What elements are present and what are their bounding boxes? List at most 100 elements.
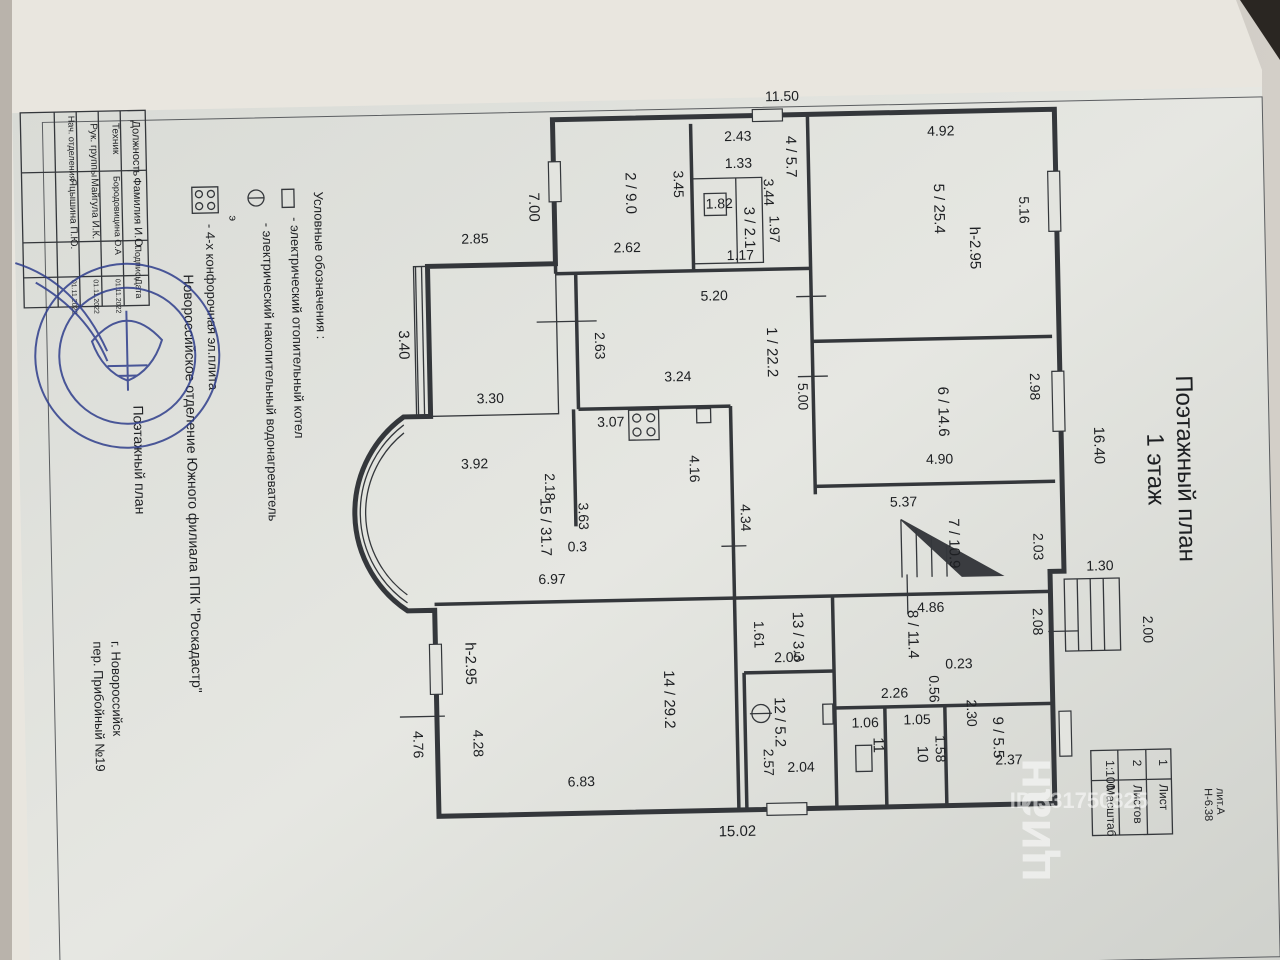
outer-wall (352, 106, 1067, 819)
dim-bottom: 15.02 (718, 823, 756, 841)
sink-symbol (695, 407, 712, 424)
sheets-value: 2 (1130, 760, 1144, 767)
room-12-separator: / (771, 714, 788, 727)
dim-2-04: 2.04 (787, 758, 815, 775)
room-5-area: 25.4 (930, 204, 948, 234)
room-4-number: 4 (782, 136, 799, 145)
room-13-label: 13 / 3.3 (789, 612, 807, 662)
dim-2-26: 2.26 (881, 684, 909, 701)
room-2-area: 9.0 (622, 193, 639, 214)
room-6-number: 6 (934, 386, 951, 395)
dim-2-05: 2.05 (774, 649, 802, 666)
dim-3-24: 3.24 (664, 368, 692, 385)
room-1-number: 1 (763, 327, 780, 336)
dim-2-62: 2.62 (613, 239, 641, 256)
dim-2-03: 2.03 (1030, 533, 1047, 561)
room-6-area: 14.6 (935, 407, 953, 437)
dim-4-34: 4.34 (738, 504, 755, 532)
room-14-separator: / (660, 687, 677, 700)
room-4-separator: / (782, 144, 799, 157)
room-13-separator: / (789, 628, 806, 641)
staff-header-name: Фамилия И.О. (131, 177, 145, 250)
dim-2-43: 2.43 (724, 128, 752, 145)
room-10-number: 10 (914, 746, 931, 763)
room-7-area: 10.9 (945, 539, 963, 569)
room-5-label: 5 / 25.4 (930, 183, 948, 233)
dim-5-20: 5.20 (700, 287, 728, 304)
scale-value: 1:100 (1103, 760, 1118, 791)
floor-label: 1 этаж (1141, 433, 1169, 505)
staff-r1-date: 01.11.2022 (114, 279, 122, 314)
terrace-block (412, 263, 560, 418)
staff-r2-position: Рук. группы (87, 123, 99, 177)
room-8-number: 8 (904, 610, 921, 619)
dim-bottom-left: 4.76 (410, 731, 427, 759)
room-1-label: 1 / 22.2 (763, 327, 781, 377)
staff-r1-name: Бородовицина О.А (112, 176, 124, 255)
sheet-value: 1 (1156, 759, 1170, 766)
dim-3-92: 3.92 (461, 455, 489, 472)
ceiling-height-14: h-2.95 (461, 642, 479, 685)
staff-header-position: Должность (129, 120, 142, 176)
dim-5-37: 5.37 (890, 493, 918, 510)
title-block: Поэтажный план 1 этаж лит.А Н-6.38 Лист … (1090, 375, 1226, 837)
dim-2-98: 2.98 (1027, 373, 1044, 401)
room-9-area: 5.5 (989, 737, 1006, 758)
room-2-label: 2 / 9.0 (622, 172, 640, 214)
room-7-label: 7 / 10.9 (945, 518, 963, 568)
room-3-area: 2.1 (741, 227, 758, 248)
room-9-separator: / (989, 725, 1006, 738)
dim-3-30: 3.30 (476, 390, 504, 407)
dim-4-28: 4.28 (470, 730, 487, 758)
watermark-id: ID 331750325 (1010, 788, 1148, 813)
terrace-steps (414, 266, 432, 417)
room-10-label: 10 (914, 746, 931, 763)
dim-1-97: 1.97 (766, 215, 783, 243)
watermark: циан ID 331750325 (1004, 758, 1148, 882)
room-9-number: 9 (989, 717, 1006, 726)
dim-0-23: 0.23 (945, 655, 973, 672)
staff-r3-position: Нач. отделения (66, 116, 77, 181)
room-12-area: 5.2 (771, 726, 788, 747)
heater-symbol (822, 703, 834, 725)
dim-1-05: 1.05 (903, 711, 931, 728)
room-14-label: 14 / 29.2 (660, 670, 678, 729)
dim-1-82: 1.82 (705, 195, 733, 212)
sheet-label: Лист (1156, 784, 1171, 811)
room-15-label: 15 / 31.7 (536, 498, 554, 557)
plan-title: Поэтажный план (1170, 375, 1201, 562)
room-8-area: 11.4 (904, 631, 922, 659)
dim-2-18: 2.18 (542, 473, 559, 501)
dim-6-97: 6.97 (538, 571, 566, 588)
room-3-separator: / (740, 215, 757, 228)
room-14-number: 14 (660, 670, 677, 687)
dim-1-33: 1.33 (725, 155, 753, 172)
doors (399, 295, 1079, 718)
legend-item-1: - электрический отопительный котел (287, 217, 307, 439)
dim-4-16: 4.16 (686, 455, 703, 483)
dim-left-b: 3.40 (395, 330, 413, 360)
room-12-number: 12 (771, 697, 788, 714)
staff-r2-date: 01.11.2022 (92, 279, 100, 314)
address-city: г. Новороссийск (108, 641, 125, 737)
dim-3-63: 3.63 (575, 502, 592, 530)
staff-r3-name: Яцышина П.Ю. (67, 179, 79, 250)
floor-plan (352, 106, 1122, 819)
dim-2-57: 2.57 (761, 749, 778, 777)
dim-1-06: 1.06 (851, 714, 879, 731)
dim-3-45: 3.45 (671, 170, 688, 198)
room-3-number: 3 (740, 207, 757, 216)
address-street: пер. Прибойный №19 (90, 641, 108, 772)
stove-symbol (627, 408, 660, 441)
dim-3-44: 3.44 (761, 178, 778, 206)
room-12-label: 12 / 5.2 (771, 697, 789, 747)
room-1-separator: / (763, 335, 780, 348)
dim-left-a: 7.00 (525, 192, 543, 222)
staff-r3-date: 01.11.2022 (70, 280, 78, 315)
ceiling-height-5: h-2.95 (966, 226, 984, 269)
room-15-area: 31.7 (537, 527, 555, 557)
room-1-area: 22.2 (763, 348, 781, 378)
